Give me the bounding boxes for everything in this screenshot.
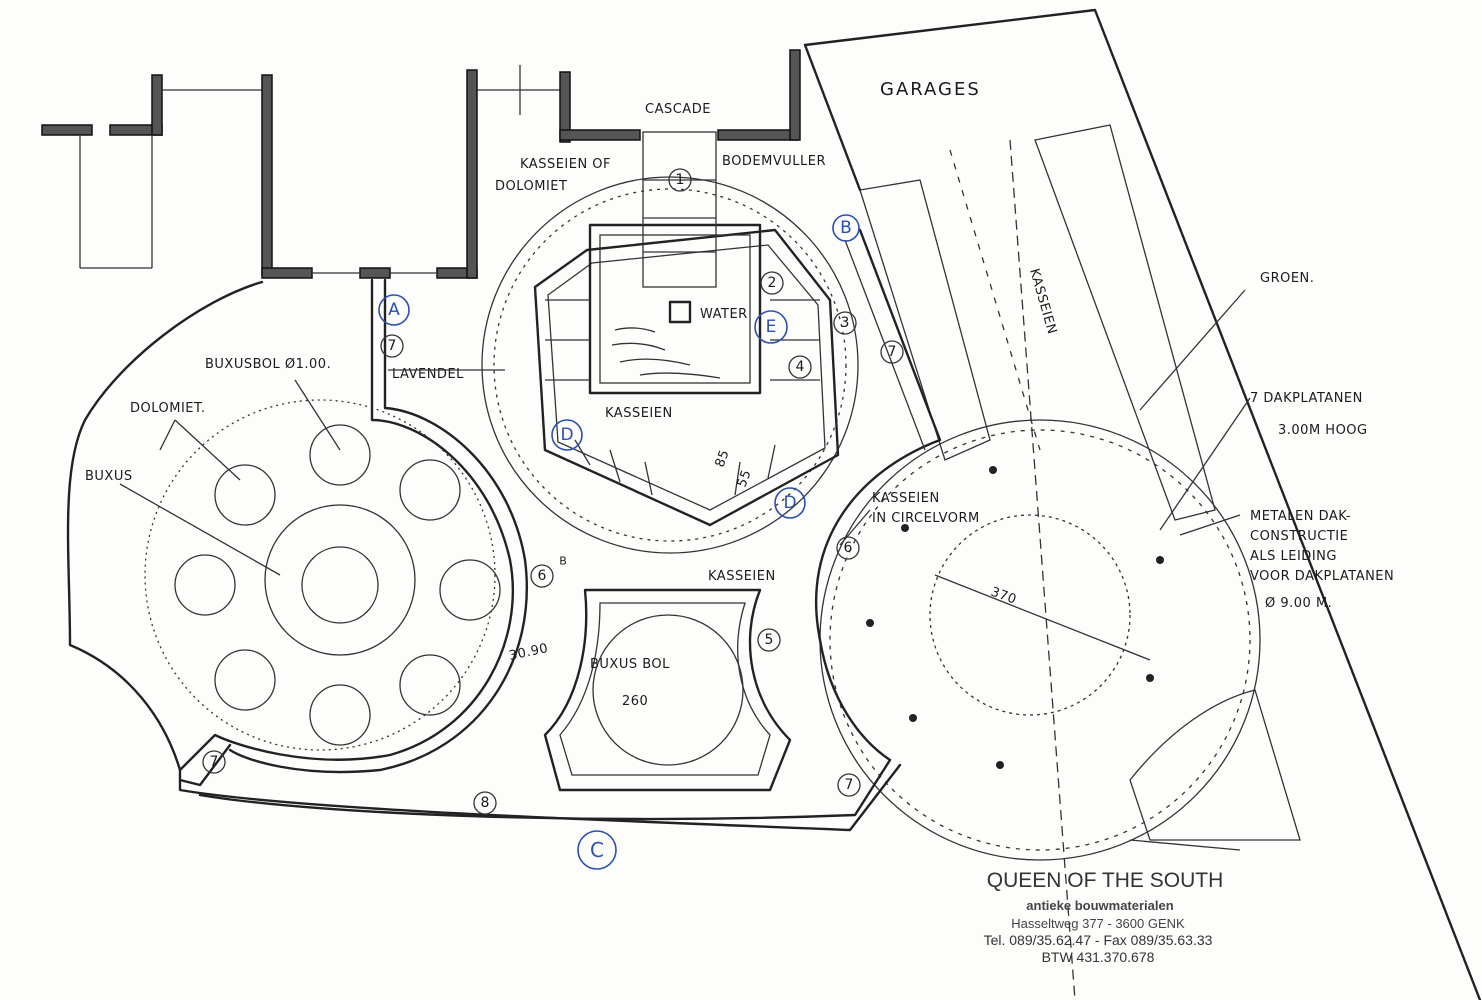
central-water-feature xyxy=(481,131,859,554)
marker-6b: 6 xyxy=(538,568,547,584)
marker-7d: 7 xyxy=(845,777,854,793)
marker-6b-sup: B xyxy=(559,555,567,568)
annotation-d1: D xyxy=(560,425,573,445)
label-buxus-bol-dim: 260 xyxy=(622,694,648,709)
stamp-subtitle: antieke bouwmaterialen xyxy=(1026,898,1173,913)
annotation-b: B xyxy=(840,218,852,238)
buxus-bol-bed xyxy=(543,588,792,792)
annotation-c: C xyxy=(590,838,604,862)
label-kasseien-circle-1: KASSEIEN xyxy=(872,491,940,506)
marker-3: 3 xyxy=(841,315,850,331)
stamp-btw: BTW 431.370.678 xyxy=(1042,949,1155,965)
label-garages: GARAGES xyxy=(880,79,981,100)
label-cascade: CASCADE xyxy=(645,102,711,117)
label-buxus: BUXUS xyxy=(85,469,133,484)
leader-lines xyxy=(119,289,1251,576)
marker-7a: 7 xyxy=(388,338,397,354)
numbered-markers: 1 2 3 4 5 6 6 B 7 7 7 7 8 xyxy=(202,168,904,815)
label-kasseien-mid: KASSEIEN xyxy=(708,569,776,584)
marker-4: 4 xyxy=(796,359,805,375)
label-dim-3090: 30.90 xyxy=(508,641,550,664)
label-dakplatanen-1: 7 DAKPLATANEN xyxy=(1250,391,1363,406)
label-kasseien-of: KASSEIEN OF xyxy=(520,157,611,172)
label-metalen-3: ALS LEIDING xyxy=(1250,549,1337,564)
label-dolomiet-left: DOLOMIET. xyxy=(130,401,206,416)
label-metalen-1: METALEN DAK- xyxy=(1250,509,1351,524)
label-metalen-5: Ø 9.00 M. xyxy=(1265,596,1332,611)
marker-6a: 6 xyxy=(844,540,853,556)
label-buxus-bol-center: BUXUS BOL xyxy=(590,657,670,672)
label-bodemvuller: BODEMVULLER xyxy=(722,154,826,169)
label-kasseien-inner: KASSEIEN xyxy=(605,406,673,421)
annotation-d2: D xyxy=(783,493,796,513)
label-water: WATER xyxy=(700,307,748,322)
buxus-circle-garden xyxy=(144,278,528,787)
annotation-a: A xyxy=(388,300,400,320)
label-kasseien-circle-2: IN CIRCELVORM xyxy=(872,511,980,526)
marker-8: 8 xyxy=(481,795,490,811)
annotation-e: E xyxy=(766,317,777,337)
stamp-address: Hasseltweg 377 - 3600 GENK xyxy=(1011,916,1185,931)
label-buxusbol-size: BUXUSBOL Ø1.00. xyxy=(205,357,331,372)
label-dolomiet-top: DOLOMIET xyxy=(495,179,567,194)
marker-2: 2 xyxy=(768,275,777,291)
label-kasseien-vertical: KASSEIEN xyxy=(1026,267,1059,336)
label-dim-370: 370 xyxy=(989,585,1019,608)
label-groen: GROEN. xyxy=(1260,271,1314,286)
marker-1: 1 xyxy=(676,172,685,188)
label-dim-85: 85 xyxy=(713,448,733,470)
company-stamp: QUEEN OF THE SOUTH antieke bouwmateriale… xyxy=(984,869,1224,965)
marker-5: 5 xyxy=(765,632,774,648)
building-walls xyxy=(41,49,801,279)
label-dakplatanen-2: 3.00M HOOG xyxy=(1278,423,1368,438)
garage-planting-strips xyxy=(859,124,1301,1000)
marker-7c: 7 xyxy=(210,754,219,770)
label-metalen-4: VOOR DAKPLATANEN xyxy=(1250,569,1394,584)
site-boundary xyxy=(66,8,1482,1000)
marker-7b: 7 xyxy=(888,344,897,360)
label-lavendel: LAVENDEL xyxy=(392,367,464,382)
paths xyxy=(178,228,942,832)
plane-tree-circle xyxy=(819,419,1261,861)
stamp-name: QUEEN OF THE SOUTH xyxy=(987,869,1223,892)
labels: GARAGES CASCADE KASSEIEN OF DOLOMIET BOD… xyxy=(85,79,1394,709)
label-metalen-2: CONSTRUCTIE xyxy=(1250,529,1348,544)
blue-annotations: A B C D D E xyxy=(378,214,860,870)
label-dim-55: 55 xyxy=(735,468,755,490)
stamp-phone: Tel. 089/35.62.47 - Fax 089/35.63.33 xyxy=(984,932,1213,948)
